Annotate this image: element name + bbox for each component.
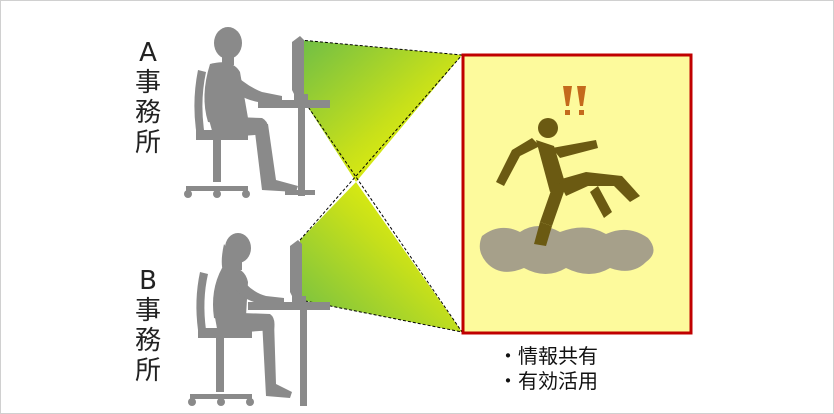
office-b-char-3: 所: [134, 356, 161, 386]
beam-edge-a-cross: [299, 94, 463, 333]
office-b-label: B 事 務 所: [131, 266, 165, 386]
slipping-person-icon: [496, 118, 640, 246]
office-a-char-2: 務: [134, 98, 161, 128]
office-a-letter: A: [139, 38, 157, 68]
benefit-item-share: ・情報共有: [498, 344, 598, 368]
beam-edge-b-cross: [299, 54, 463, 241]
alert-panel: [461, 53, 693, 335]
office-b-letter: B: [139, 266, 157, 296]
office-a-char-1: 事: [134, 68, 161, 98]
benefit-item-use: ・有効活用: [498, 369, 598, 393]
exclamation-icon: [563, 86, 586, 115]
benefit-list: ・情報共有 ・有効活用: [498, 344, 598, 394]
office-a-char-3: 所: [134, 128, 161, 158]
slip-cloud: [479, 226, 654, 274]
office-a-label: A 事 務 所: [131, 38, 165, 158]
woman-at-computer-icon: [188, 233, 330, 406]
office-b-char-2: 務: [134, 326, 161, 356]
man-at-computer-icon: [184, 27, 330, 198]
beam-from-b: [300, 182, 462, 332]
beam-from-a: [300, 40, 462, 182]
beam-edge-a-top: [299, 39, 463, 56]
office-b-char-1: 事: [134, 296, 161, 326]
